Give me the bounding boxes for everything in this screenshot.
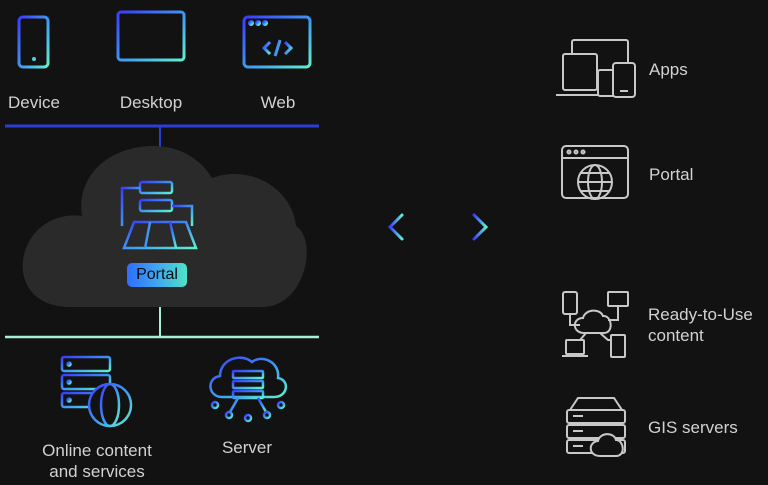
monitor-icon bbox=[116, 10, 186, 73]
desktop-label: Desktop bbox=[119, 93, 183, 112]
phone-icon bbox=[17, 15, 50, 69]
server-label: Server bbox=[221, 438, 273, 457]
online-content-label-line2: and services bbox=[49, 462, 145, 482]
browser-globe-icon bbox=[561, 145, 629, 200]
ready-to-use-label-line1: Ready-to-Use bbox=[648, 305, 753, 324]
online-content-label-line1: Online content bbox=[42, 441, 152, 460]
online-content-label: Online content and services bbox=[42, 440, 152, 483]
browser-code-icon bbox=[242, 15, 312, 69]
gis-servers-label: GIS servers bbox=[648, 418, 738, 437]
network-cloud-icon bbox=[562, 291, 629, 358]
portal-stack-icon bbox=[120, 180, 198, 250]
cloud-server-icon bbox=[209, 356, 287, 423]
web-label: Web bbox=[260, 93, 296, 112]
cloud-shape bbox=[22, 145, 307, 307]
devices-icon bbox=[556, 39, 636, 98]
server-cloud-icon bbox=[566, 397, 626, 457]
cloud-portal-badge: Portal bbox=[127, 263, 187, 287]
portal-label: Portal bbox=[649, 165, 694, 184]
bottom-connector-line bbox=[5, 307, 319, 339]
apps-label: Apps bbox=[649, 60, 688, 79]
ready-to-use-label: Ready-to-Use content bbox=[648, 304, 753, 347]
server-globe-icon bbox=[60, 355, 133, 428]
double-arrow-icon bbox=[387, 213, 489, 241]
device-label: Device bbox=[8, 93, 60, 112]
ready-to-use-label-line2: content bbox=[648, 326, 704, 346]
